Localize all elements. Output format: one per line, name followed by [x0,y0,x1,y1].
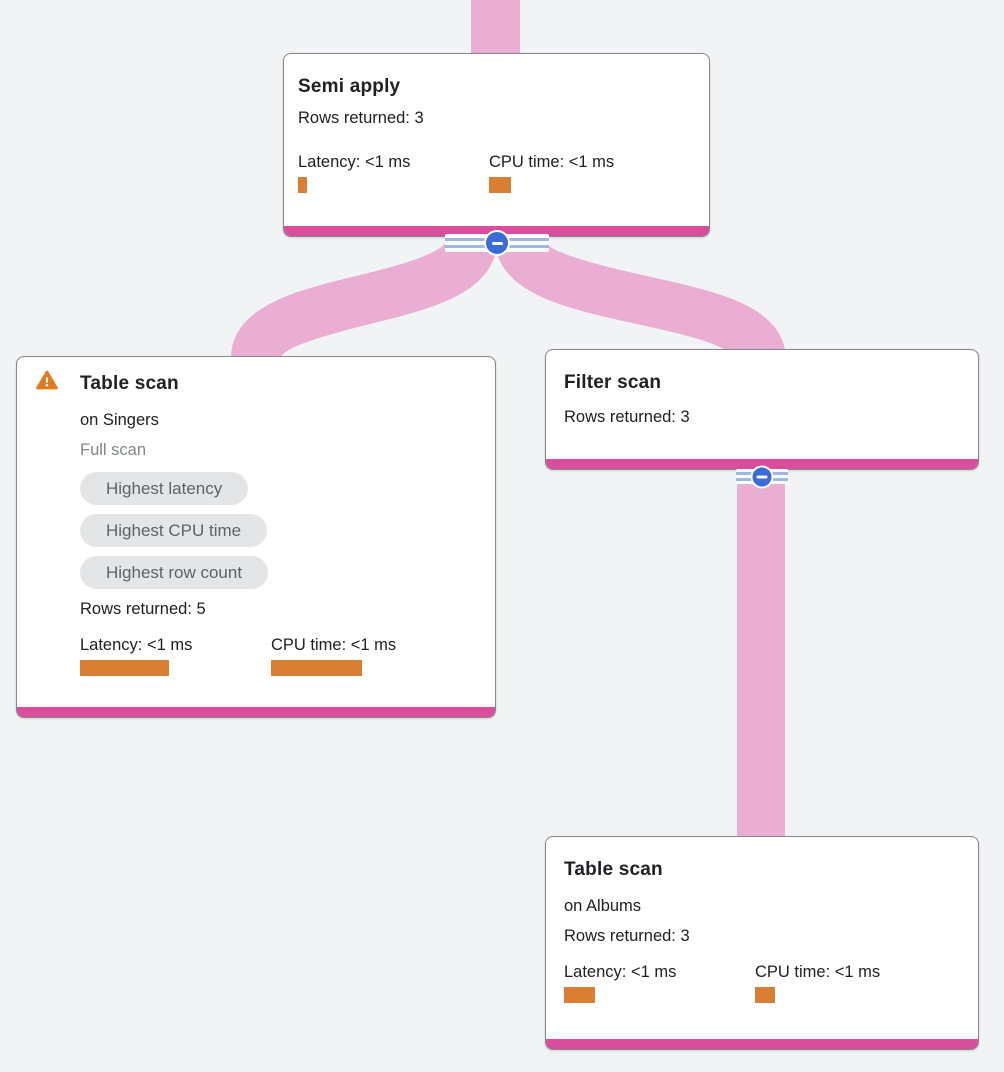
latency-bar [80,660,169,676]
cpu-time-label: CPU time: <1 ms [489,153,615,171]
node-accent-bar [546,459,978,469]
edge-semi-apply-to-table-scan-singers [231,235,497,363]
collapse-minus-icon [484,230,510,256]
cpu-time-bar [755,987,775,1003]
node-table-scan-albums[interactable]: Table scan on Albums Rows returned: 3 La… [545,836,979,1050]
cpu-time-bar [489,177,511,193]
latency-bar [298,177,307,193]
cpu-time-label: CPU time: <1 ms [755,963,881,981]
badge-list: Highest latency Highest CPU time Highest… [80,472,479,589]
warning-icon [36,370,58,390]
node-title: Table scan [564,859,663,880]
edge-semi-apply-to-filter-scan [495,235,786,363]
latency-label: Latency: <1 ms [80,636,193,654]
edge-filter-scan-to-table-scan-albums [737,464,785,838]
node-filter-scan[interactable]: Filter scan Rows returned: 3 [545,349,979,470]
node-accent-bar [546,1039,978,1049]
edge-root-to-semi-apply [471,0,520,54]
latency-bar [564,987,595,1003]
rows-returned: Rows returned: 3 [564,927,690,945]
collapse-button-filter-scan[interactable] [736,465,788,488]
badge-highest-row-count: Highest row count [80,556,269,589]
node-title: Table scan [80,373,179,394]
rows-returned: Rows returned: 5 [80,600,206,618]
collapse-minus-icon [750,465,774,488]
rows-returned: Rows returned: 3 [298,109,424,127]
collapse-button-semi-apply[interactable] [445,230,549,256]
cpu-time-bar [271,660,362,676]
scan-type: Full scan [80,441,147,459]
latency-label: Latency: <1 ms [564,963,677,981]
node-title: Semi apply [298,76,401,97]
node-semi-apply[interactable]: Semi apply Rows returned: 3 Latency: <1 … [283,53,710,237]
badge-highest-cpu-time: Highest CPU time [80,514,268,547]
node-accent-bar [17,707,495,717]
badge-highest-latency: Highest latency [80,472,249,505]
node-table-scan-singers[interactable]: Table scan on Singers Full scan Highest … [16,356,496,718]
rows-returned: Rows returned: 3 [564,408,690,426]
node-title: Filter scan [564,372,662,393]
node-subtitle: on Albums [564,897,642,915]
node-subtitle: on Singers [80,411,159,429]
latency-label: Latency: <1 ms [298,153,411,171]
cpu-time-label: CPU time: <1 ms [271,636,397,654]
